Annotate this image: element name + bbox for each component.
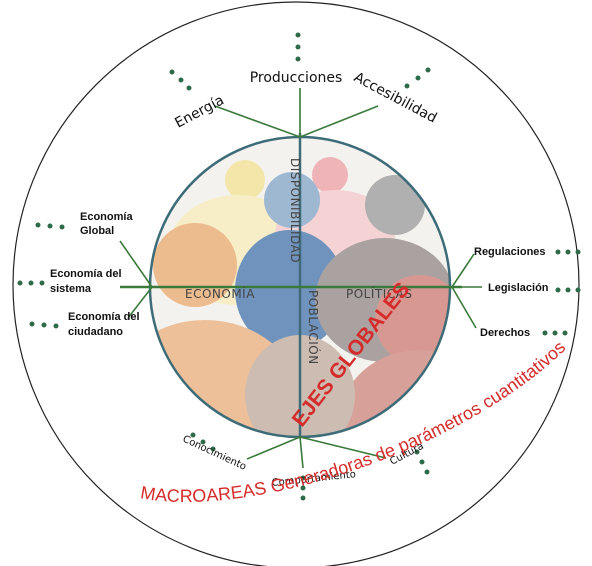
- label-economia-sistema: Economía del sistema: [50, 268, 125, 295]
- label-economia-global: Economía Global: [80, 211, 136, 237]
- label-derechos: Derechos: [480, 327, 530, 339]
- right-connectors: [451, 253, 482, 329]
- top-connectors: [214, 88, 379, 138]
- label-energia: Energía: [172, 92, 226, 131]
- axis-label-poblacion: POBLACIÓN: [306, 290, 321, 365]
- curved-title-part1: MACROAREAS: [139, 478, 268, 506]
- dot-clusters: [17, 32, 581, 501]
- label-legislacion: Legislación: [488, 282, 549, 294]
- outer-circle: [12, 1, 580, 566]
- axis-label-politicas: POLÍTICAS: [346, 286, 412, 301]
- label-accesibilidad: Accesibilidad: [351, 69, 439, 126]
- axis-label-economia: ECONOMÍA: [185, 286, 255, 301]
- bottom-connectors: [246, 436, 387, 469]
- label-conocimiento: Conocimiento: [181, 434, 248, 473]
- label-economia-ciudadano: Economía del ciudadano: [68, 311, 143, 338]
- label-regulaciones: Regulaciones: [474, 246, 546, 258]
- left-connectors: [119, 240, 153, 319]
- axis-label-disponibilidad: DISPONIBILIDAD: [288, 158, 302, 263]
- label-producciones: Producciones: [250, 70, 343, 86]
